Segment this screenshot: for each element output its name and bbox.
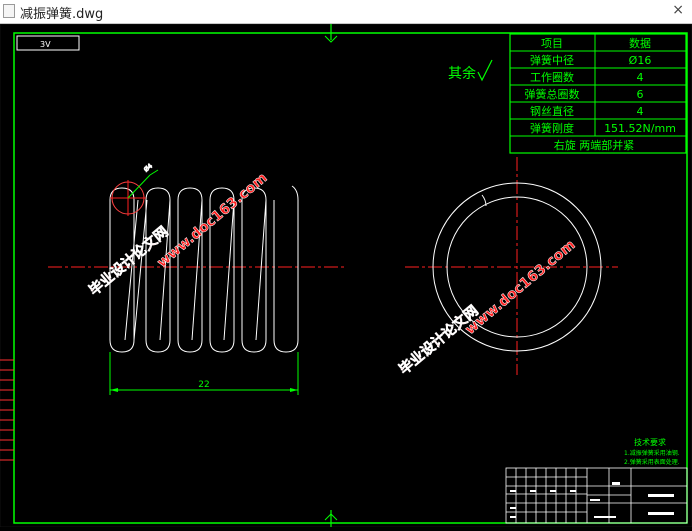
surface-finish-note: 其余 (448, 59, 493, 82)
tech-requirements: 技术要求 1.减振弹簧采用油钢. 2.弹簧采用表面处理. (624, 437, 680, 466)
watermark: 毕业设计论文网 www.doc163.com 毕业设计论文网 www.doc16… (85, 170, 578, 379)
document-icon (3, 4, 15, 18)
table-cell: 钢丝直径 (530, 104, 574, 118)
title-block (505, 467, 688, 524)
drawing-canvas[interactable]: 3V 其余 项目 数据 弹簧中径 Ø16 工作圈数 4 弹簧总圈数 6 钢丝直径… (0, 23, 692, 528)
table-header-item: 项目 (541, 37, 563, 50)
spring-params-table: 项目 数据 弹簧中径 Ø16 工作圈数 4 弹簧总圈数 6 钢丝直径 4 弹簧刚… (509, 33, 687, 154)
table-cell: 弹簧中径 (530, 53, 574, 67)
roughness-box-label: 3V (40, 40, 51, 49)
left-margin-marks (0, 359, 14, 461)
table-header-data: 数据 (629, 36, 651, 50)
surface-note-text: 其余 (448, 65, 476, 82)
table-cell: 工作圈数 (530, 71, 574, 84)
watermark-cn-right: 毕业设计论文网 (396, 302, 482, 378)
table-cell: Ø16 (629, 54, 652, 67)
table-cell: 弹簧刚度 (530, 121, 574, 135)
table-cell: 4 (637, 71, 644, 84)
spring-end-view (405, 157, 618, 375)
wire-diameter-dim: Ø4 (143, 163, 154, 174)
watermark-url-left: www.doc163.com (154, 170, 270, 271)
window-title: 减振弹簧.dwg (20, 7, 104, 22)
table-cell: 6 (637, 88, 644, 101)
close-icon[interactable]: × (672, 2, 684, 18)
cad-drawing: 3V 其余 项目 数据 弹簧中径 Ø16 工作圈数 4 弹簧总圈数 6 钢丝直径… (0, 23, 692, 528)
table-note: 右旋 两端部并紧 (554, 138, 635, 152)
tech-req-title: 技术要求 (634, 437, 666, 447)
table-cell: 弹簧总圈数 (525, 87, 580, 101)
roughness-box: 3V (16, 35, 80, 51)
window-title-bar: 减振弹簧.dwg × (0, 0, 692, 24)
table-cell: 4 (637, 105, 644, 118)
tech-req-item: 1.减振弹簧采用油钢. (624, 449, 680, 457)
length-dimension: 22 (198, 380, 209, 390)
tech-req-item: 2.弹簧采用表面处理. (624, 458, 680, 466)
table-cell: 151.52N/mm (604, 122, 676, 135)
watermark-url-right: www.doc163.com (462, 237, 578, 338)
spring-front-view: Ø4 22 (48, 162, 345, 395)
